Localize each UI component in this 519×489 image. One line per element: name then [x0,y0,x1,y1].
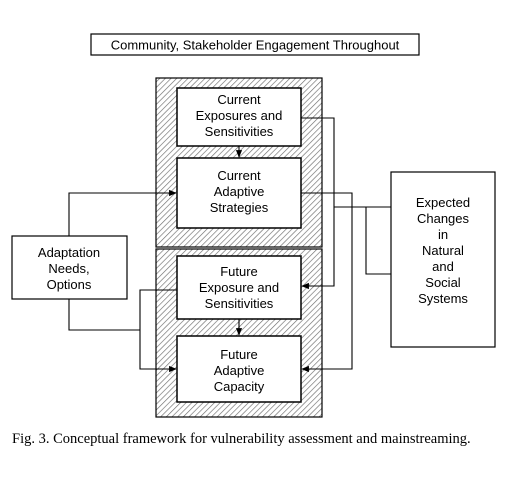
current-exposures-line-2: Exposures and [196,108,283,123]
future-exposure-line-1: Future [220,264,258,279]
current-adaptive-text: Current Adaptive Strategies [210,168,269,215]
future-adaptive-box [176,335,302,403]
adaptation-feedback-line [68,299,140,331]
expected-changes-line-3: in [438,227,448,242]
current-adaptive-line-3: Strategies [210,200,269,215]
expected-changes-line-4: Natural [422,243,464,258]
future-adaptive-text: Future Adaptive Capacity [214,347,265,394]
adaptation-needs-box [11,235,128,300]
current-exposures-text: Current Exposures and Sensitivities [196,92,283,139]
arrow-adaptation-to-current-adaptive [68,189,177,236]
current-exposures-line-3: Sensitivities [205,124,274,139]
current-exposures-box [176,87,302,147]
current-adaptive-line-1: Current [217,168,261,183]
adaptation-needs-text: Adaptation Needs, Options [38,245,100,292]
future-exposure-text: Future Exposure and Sensitivities [199,264,279,311]
future-adaptive-line-2: Adaptive [214,363,265,378]
arrow-future-exposure-to-capacity-left [139,289,177,373]
expected-changes-line-7: Systems [418,291,468,306]
future-exposure-line-3: Sensitivities [205,296,274,311]
adaptation-needs-line-1: Adaptation [38,245,100,260]
current-adaptive-box [176,157,302,229]
figure-caption: Fig. 3. Conceptual framework for vulnera… [12,431,471,447]
expected-changes-box [390,171,496,348]
arrow-current-adaptive-to-future-capacity [301,192,353,373]
future-exposure-line-2: Exposure and [199,280,279,295]
future-adaptive-line-3: Capacity [214,379,265,394]
expected-changes-line-6: Social [425,275,461,290]
engagement-banner-label: Community, Stakeholder Engagement Throug… [111,38,400,53]
adaptation-needs-line-3: Options [47,277,92,292]
current-exposures-line-1: Current [217,92,261,107]
arrow-current-exposures-to-future-exposure [301,117,335,290]
expected-changes-line-5: and [432,259,454,274]
adaptation-needs-line-2: Needs, [48,261,89,276]
expected-changes-connector-lower [365,207,391,275]
engagement-banner: Community, Stakeholder Engagement Throug… [90,33,420,56]
expected-changes-line-2: Changes [417,211,470,226]
current-adaptive-line-2: Adaptive [214,184,265,199]
future-adaptive-line-1: Future [220,347,258,362]
expected-changes-text: Expected Changes in Natural and Social S… [416,195,470,306]
expected-changes-line-1: Expected [416,195,470,210]
